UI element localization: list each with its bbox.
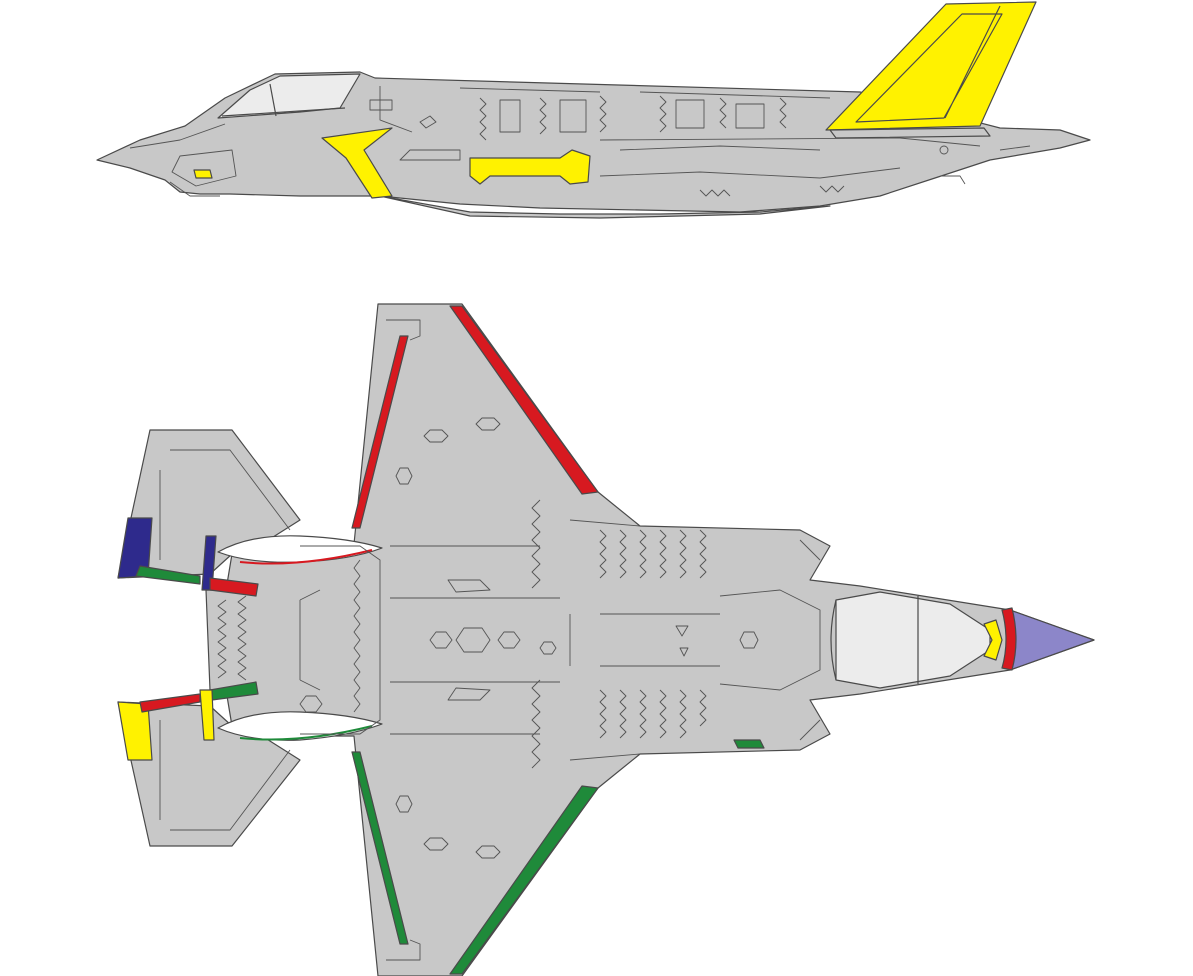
side-vertical-tail [825,1,1037,131]
top-boom-red [209,577,259,597]
side-canopy-frame [221,83,346,117]
side-view [96,1,1091,219]
top-h-stab-red [139,693,201,713]
side-panel-lines [129,86,1031,197]
top-wing-edge-upper-red [449,305,599,495]
top-intake-upper-red [239,549,373,565]
top-h-stab-yellow [117,701,153,761]
side-tail-root [829,127,991,139]
top-canopy-frame [830,596,919,684]
side-bay-door-yellow [469,149,591,185]
top-wing-edge-lower-green [449,785,599,975]
top-wing-edge-upper-inner-red [351,335,409,529]
top-wing-edge-lower-inner-green [351,751,409,945]
top-nose-cone [1009,609,1095,671]
top-panel-lines [159,319,821,961]
side-nose-sensor-yellow [193,169,213,179]
top-view [117,303,1095,976]
top-intake-upper [217,535,383,563]
side-fuselage [96,71,1091,213]
top-exhaust-serrations [217,595,247,681]
top-canopy-yellow [983,619,1003,661]
side-intake-lip-yellow [321,127,393,199]
side-canopy [217,73,361,119]
top-intake-lower-green [239,725,373,741]
side-tail-panel [855,5,1003,123]
side-belly [379,195,831,219]
top-h-stab-green [135,565,201,585]
top-boom-yellow [199,689,215,741]
top-lerx-green [733,739,765,749]
top-nose-ring-red [1001,607,1017,671]
